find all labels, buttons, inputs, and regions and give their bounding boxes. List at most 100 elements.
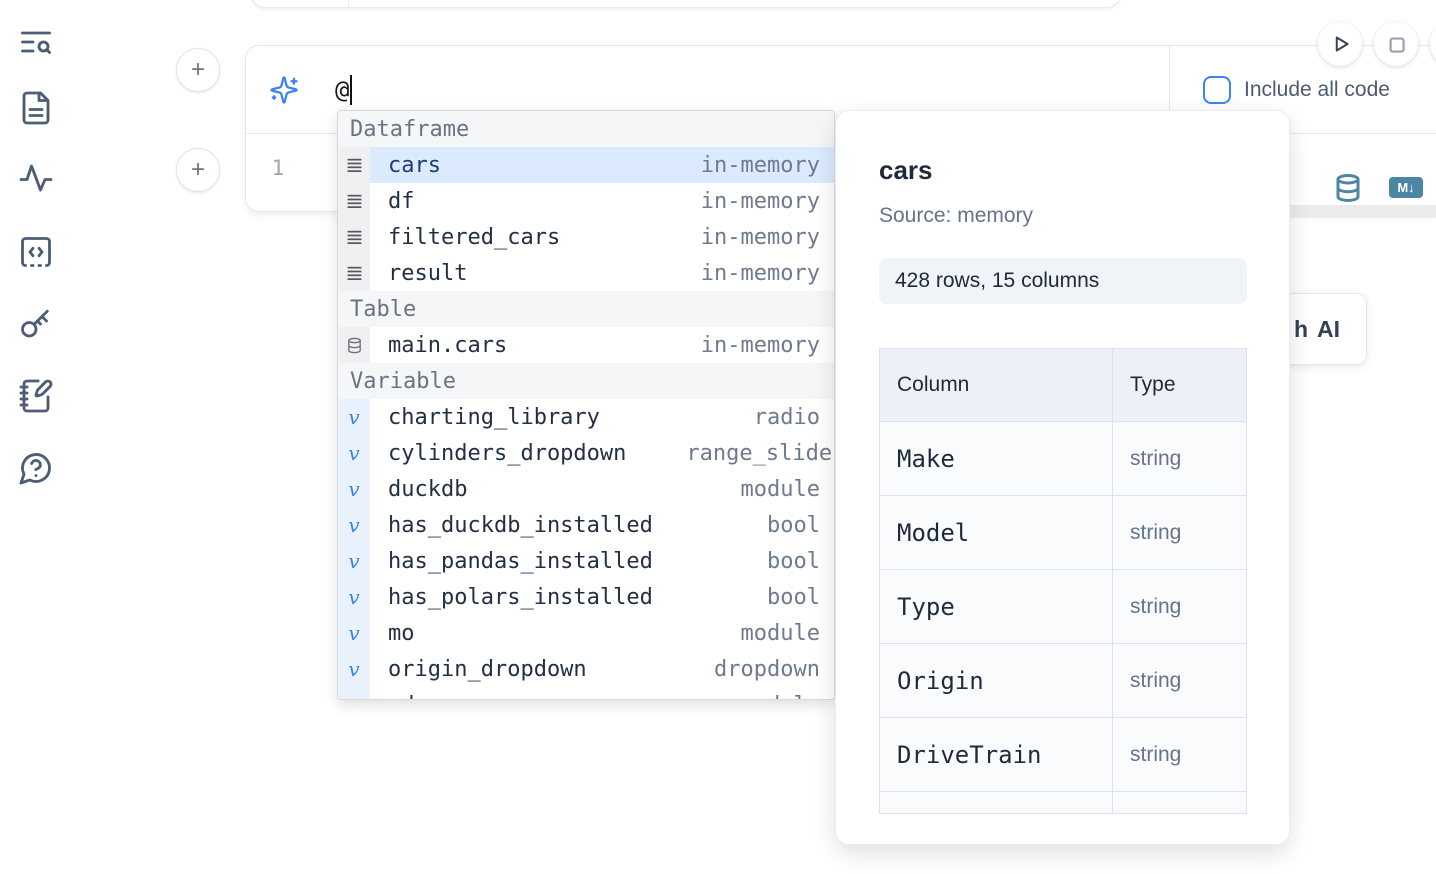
schema-column-name: Make xyxy=(897,444,955,473)
rows-icon xyxy=(338,183,370,219)
run-cell-button[interactable] xyxy=(1318,22,1362,66)
preview-title: cars xyxy=(879,155,933,185)
markdown-export-icon[interactable]: M↓ xyxy=(1389,177,1423,198)
help-chat-icon[interactable] xyxy=(18,450,54,486)
autocomplete-item-type: module xyxy=(740,476,820,502)
schema-column-name: DriveTrain xyxy=(897,740,1042,769)
autocomplete-item-name: main.cars xyxy=(388,332,508,358)
variable-icon: v xyxy=(338,615,370,651)
stop-button[interactable] xyxy=(1374,22,1418,66)
autocomplete-item[interactable]: v origin_dropdown dropdown xyxy=(338,651,834,687)
schema-header-row: Column Type xyxy=(880,349,1246,421)
database-icon[interactable] xyxy=(1333,173,1363,208)
key-icon[interactable] xyxy=(18,306,54,342)
schema-row: DriveTrain string xyxy=(880,717,1246,791)
autocomplete-item[interactable]: v has_duckdb_installed bool xyxy=(338,507,834,543)
include-all-code-checkbox[interactable] xyxy=(1203,75,1231,104)
autocomplete-item-name: filtered_cars xyxy=(388,224,561,250)
schema-column-name: Type xyxy=(897,592,955,621)
autocomplete-item-name: origin_dropdown xyxy=(388,656,587,682)
more-actions-button[interactable] xyxy=(1430,22,1436,66)
variable-icon: v xyxy=(338,543,370,579)
autocomplete-item-type: in-memory xyxy=(700,152,820,178)
autocomplete-item-name: df xyxy=(388,188,415,214)
sparkles-icon xyxy=(269,75,299,105)
autocomplete-item-name: cylinders_dropdown xyxy=(388,440,627,466)
autocomplete-item-type: bool xyxy=(767,512,820,538)
autocomplete-item-name: has_duckdb_installed xyxy=(388,512,653,538)
cell-toolbar: M↓ xyxy=(1333,173,1423,208)
rows-icon xyxy=(338,255,370,291)
add-cell-below-button[interactable]: + xyxy=(176,148,220,192)
autocomplete-item[interactable]: main.cars in-memory xyxy=(338,327,834,363)
autocomplete-item-name: result xyxy=(388,260,468,286)
activity-icon[interactable] xyxy=(18,160,54,196)
autocomplete-item-type: module xyxy=(681,693,834,700)
autocomplete-item-name: cars xyxy=(388,152,441,178)
autocomplete-section-header: Dataframe xyxy=(338,111,834,147)
autocomplete-item-name: duckdb xyxy=(388,476,468,502)
text-search-icon[interactable] xyxy=(18,24,54,60)
autocomplete-item-type: in-memory xyxy=(700,332,820,358)
autocomplete-item[interactable]: cars in-memory xyxy=(338,147,834,183)
autocomplete-item[interactable]: v pd module xyxy=(338,687,834,700)
autocomplete-section-header: Variable xyxy=(338,363,834,399)
autocomplete-section-header: Table xyxy=(338,291,834,327)
autocomplete-item-name: mo xyxy=(388,620,415,646)
variable-icon: v xyxy=(338,507,370,543)
schema-row: Origin string xyxy=(880,643,1246,717)
autocomplete-item[interactable]: v has_pandas_installed bool xyxy=(338,543,834,579)
autocomplete-item-name: pd xyxy=(388,693,415,700)
variable-icon: v xyxy=(338,687,370,699)
schema-header-column: Column xyxy=(880,349,1113,421)
schema-row xyxy=(880,791,1246,813)
autocomplete-item-type: range_slider xyxy=(686,440,835,466)
previous-cell-edge xyxy=(250,0,1122,8)
variable-icon: v xyxy=(338,651,370,687)
ai-button-label: AI xyxy=(1317,315,1340,342)
autocomplete-item-name: has_pandas_installed xyxy=(388,548,653,574)
schema-row: Model string xyxy=(880,495,1246,569)
autocomplete-item-name: charting_library xyxy=(388,404,600,430)
table-preview-panel: cars Source: memory 428 rows, 15 columns… xyxy=(835,110,1290,845)
autocomplete-item[interactable]: result in-memory xyxy=(338,255,834,291)
code-editor[interactable]: 1 xyxy=(246,134,1436,180)
schema-header-type: Type xyxy=(1130,373,1176,396)
code-snippets-icon[interactable] xyxy=(18,234,54,270)
schema-row: Make string xyxy=(880,421,1246,495)
preview-source: Source: memory xyxy=(879,204,1034,227)
rows-icon xyxy=(338,147,370,183)
line-number: 1 xyxy=(271,156,285,180)
autocomplete-item-type: in-memory xyxy=(700,260,820,286)
variable-icon: v xyxy=(338,579,370,615)
schema-column-name: Origin xyxy=(897,666,984,695)
schema-column-type: string xyxy=(1130,668,1182,692)
preview-shape-badge: 428 rows, 15 columns xyxy=(879,258,1247,304)
autocomplete-item-type: dropdown xyxy=(714,656,820,682)
add-cell-above-button[interactable]: + xyxy=(176,48,220,92)
variable-icon: v xyxy=(338,399,370,435)
database-icon xyxy=(338,327,370,363)
autocomplete-item[interactable]: v cylinders_dropdown range_slider xyxy=(338,435,834,471)
schema-column-type: string xyxy=(1130,520,1182,544)
autocomplete-item-type: bool xyxy=(767,548,820,574)
ai-prompt-input[interactable]: @ xyxy=(335,74,353,105)
schema-column-type: string xyxy=(1130,446,1182,470)
ai-prompt-value: @ xyxy=(335,75,350,104)
variable-icon: v xyxy=(338,435,370,471)
schema-column-type: string xyxy=(1130,742,1182,766)
schema-column-name: Model xyxy=(897,518,970,547)
ai-button-clipped-text: h xyxy=(1293,315,1308,342)
autocomplete-item-name: has_polars_installed xyxy=(388,584,653,610)
file-text-icon[interactable] xyxy=(18,90,54,126)
notebook-pen-icon[interactable] xyxy=(18,378,54,414)
